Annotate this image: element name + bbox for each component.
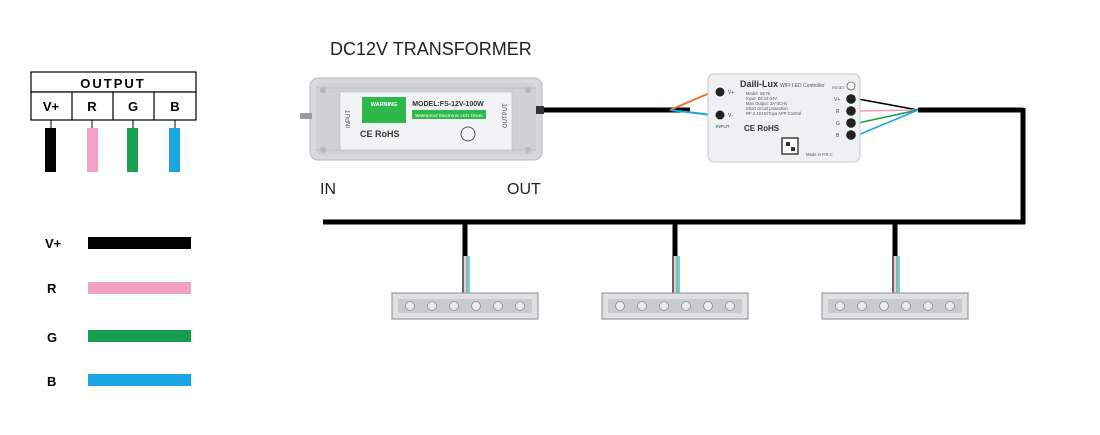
led-lamps <box>391 292 969 320</box>
transformer-subtitle-box <box>412 110 486 119</box>
led-bead <box>725 301 735 311</box>
led-bead <box>471 301 481 311</box>
transformer-output-label: OUTPUT <box>503 103 509 128</box>
controller-spec-0: Model: SK76 <box>746 91 771 96</box>
led-bead <box>681 301 691 311</box>
legend-swatch-g <box>88 330 191 342</box>
controller-brand: Daili-Lux <box>740 79 778 89</box>
transformer-model: MODEL:FS-12V-100W <box>412 101 484 108</box>
transformer-in-label: IN <box>320 181 336 198</box>
legend-label-vplus: V+ <box>45 236 62 251</box>
led-bead <box>493 301 503 311</box>
led-bead <box>901 301 911 311</box>
legend-swatch-b <box>88 374 191 386</box>
legend-label-b: B <box>47 374 56 389</box>
controller-terminal-r <box>846 106 856 116</box>
controller-input-label: INPUT <box>716 124 730 129</box>
controller-reset-button <box>846 81 856 91</box>
output-col-vplus: V+ <box>43 99 60 114</box>
led-bead <box>835 301 845 311</box>
controller-input-terminal-vplus <box>715 87 725 97</box>
led-bead <box>637 301 647 311</box>
controller-terminal-label-r: R <box>836 109 840 115</box>
output-col-b: B <box>170 99 179 114</box>
controller-input-terminal-vminus <box>715 110 725 120</box>
transformer-input-label: INPUT <box>346 110 352 128</box>
controller-cert: CE RoHS <box>744 124 780 133</box>
wifi-led-controller: V+ V- INPUT Daili-Lux WIFI LED Controlle… <box>707 73 861 163</box>
output-wire-r <box>87 128 98 172</box>
transformer-warning-text: WARNING <box>371 102 398 108</box>
controller-reset-label: RESET <box>832 86 845 90</box>
led-bead <box>923 301 933 311</box>
output-wire-g <box>127 128 138 172</box>
led-bead <box>515 301 525 311</box>
dc12v-transformer: INPUT WARNING CE RoHS MODEL:FS-12V-100W … <box>300 77 544 161</box>
wire-color-legend: V+ R G B <box>45 236 191 389</box>
transformer-stamp <box>460 126 476 142</box>
controller-spec-3: Short circuit protection <box>746 106 788 111</box>
led-bead <box>405 301 415 311</box>
controller-terminal-label-g: G <box>836 121 840 127</box>
led-bead <box>615 301 625 311</box>
legend-swatch-vplus <box>88 237 191 249</box>
controller-terminal-vplus <box>846 94 856 104</box>
led-lamp <box>601 292 749 320</box>
transformer-subtitle: Waterproof Electronic LED Driver <box>415 113 483 118</box>
legend-label-g: G <box>47 330 57 345</box>
output-wire-vplus <box>45 128 56 172</box>
led-bead <box>857 301 867 311</box>
controller-terminal-label-b: B <box>836 133 840 139</box>
output-wire-b <box>169 128 180 172</box>
controller-terminal-label-vplus: V+ <box>834 97 840 103</box>
led-lamp <box>391 292 539 320</box>
transformer-warning-box <box>362 97 406 123</box>
output-table-header: OUTPUT <box>80 76 145 91</box>
controller-spec-4: RF 2.4GHz/Tuya APP Control <box>746 111 801 116</box>
controller-title: WIFI LED Controller <box>780 83 825 89</box>
controller-made-in: Made in P.R.C <box>806 152 833 157</box>
controller-input-vminus: V- <box>728 113 733 119</box>
transformer-cert: CE RoHS <box>360 129 400 139</box>
controller-terminal-b <box>846 130 856 140</box>
led-bead <box>427 301 437 311</box>
controller-spec-2: Max Output: 3A*3CHs <box>746 101 787 106</box>
led-bead <box>945 301 955 311</box>
output-table: OUTPUT V+ R G B <box>30 71 197 172</box>
controller-terminal-g <box>846 118 856 128</box>
output-col-r: R <box>87 99 97 114</box>
led-bead <box>659 301 669 311</box>
main-bus-wiring <box>323 91 1026 293</box>
legend-label-r: R <box>47 281 57 296</box>
controller-input-vplus: V+ <box>728 90 734 96</box>
diagram-title: DC12V TRANSFORMER <box>330 39 532 59</box>
controller-spec-1: Input: DC12-24V <box>746 96 777 101</box>
led-bead <box>449 301 459 311</box>
led-bead <box>879 301 889 311</box>
transformer-out-label: OUT <box>507 181 541 198</box>
led-lamp <box>821 292 969 320</box>
output-col-g: G <box>128 99 138 114</box>
led-bead <box>703 301 713 311</box>
legend-swatch-r <box>88 282 191 294</box>
